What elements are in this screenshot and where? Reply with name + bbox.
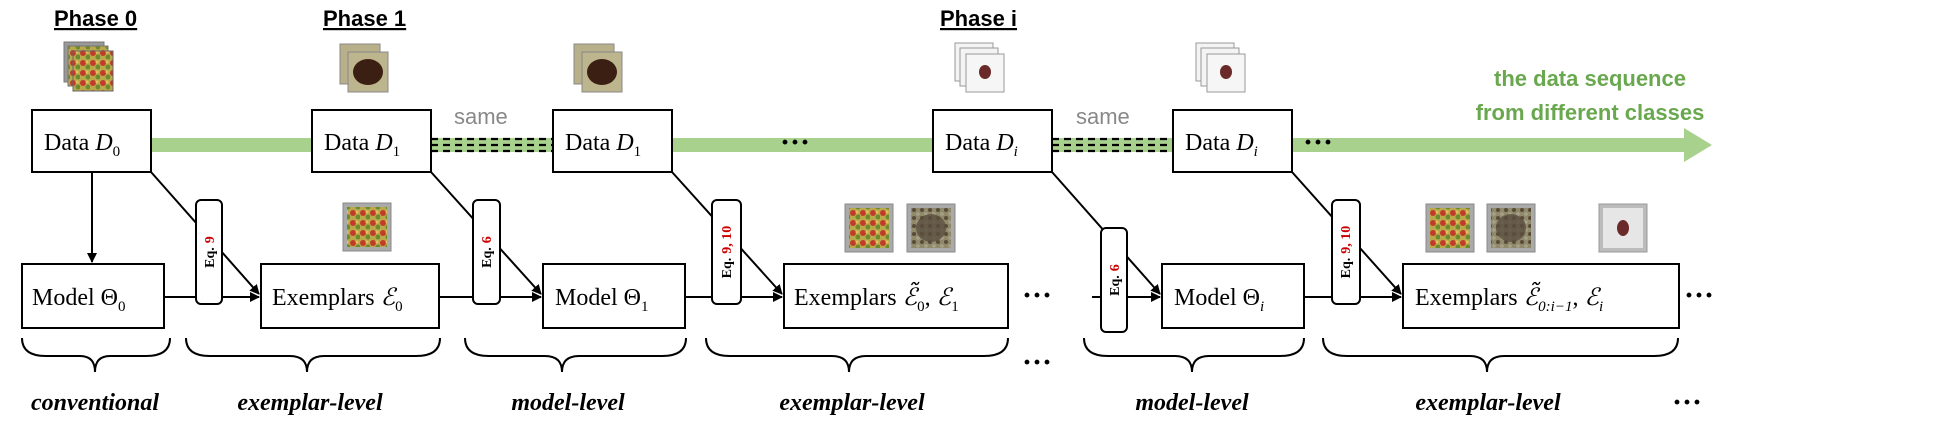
eq-box-4: Eq. 6 [1100, 227, 1128, 333]
same-connector-1 [431, 137, 557, 153]
level-label-1: exemplar-level [237, 390, 383, 416]
brace-exemplar-i [1322, 337, 1679, 373]
same-connector-2 [1052, 137, 1175, 153]
data-box-di: Data Di [932, 109, 1053, 173]
ellipsis-brace: ··· [1022, 346, 1052, 379]
phase0-images [63, 41, 114, 92]
svg-text:Model Θ1: Model Θ1 [555, 285, 649, 315]
svg-text:Model Θi: Model Θi [1174, 285, 1264, 315]
ellipsis-data-2: ··· [1303, 126, 1333, 159]
svg-text:Eq. 6: Eq. 6 [478, 236, 495, 268]
svg-text:Model Θ0: Model Θ0 [32, 285, 126, 315]
data-box-d1-copy: Data D1 [552, 109, 673, 173]
svg-text:Data D0: Data D0 [44, 130, 120, 160]
same-label-2: same [1076, 104, 1130, 129]
sequence-label-line1: the data sequence [1494, 66, 1686, 91]
exemplar0-images [342, 202, 392, 252]
svg-text:Data Di: Data Di [945, 130, 1018, 160]
phase1-images [339, 43, 389, 93]
data-box-di-copy: Data Di [1172, 109, 1293, 173]
data-box-d1: Data D1 [311, 109, 432, 173]
level-label-2: model-level [511, 390, 625, 416]
svg-text:Eq. 9, 10: Eq. 9, 10 [718, 226, 735, 279]
svg-text:Exemplars ℰ0: Exemplars ℰ0 [272, 283, 403, 315]
exemplars-box-0: Exemplars ℰ0 [260, 263, 440, 329]
ellipsis-data-1: ··· [780, 126, 810, 159]
phase1-images-copy [573, 43, 623, 93]
svg-text:Eq. 6: Eq. 6 [1106, 264, 1123, 296]
svg-text:Data D1: Data D1 [565, 130, 641, 160]
level-label-5: exemplar-level [1415, 390, 1561, 416]
eq-box-5: Eq. 9, 10 [1331, 199, 1361, 305]
svg-text:Eq. 9: Eq. 9 [201, 236, 218, 268]
eq-box-2: Eq. 6 [472, 199, 501, 305]
brace-exemplar-1 [185, 337, 441, 373]
svg-text:Data Di: Data Di [1185, 130, 1258, 160]
model-box-1: Model Θ1 [542, 263, 686, 329]
model-box-0: Model Θ0 [21, 263, 165, 329]
exemplar-i-images [1425, 203, 1648, 253]
same-label-1: same [454, 104, 508, 129]
brace-conventional [21, 337, 171, 373]
phase-i-images-copy [1195, 42, 1246, 93]
ellipsis-levels: ··· [1672, 386, 1702, 419]
exemplar1-images [844, 203, 956, 253]
ellipsis-row-1: ··· [1022, 279, 1052, 312]
model-box-i: Model Θi [1161, 263, 1305, 329]
phase-i-images [954, 42, 1005, 93]
brace-model-1 [464, 337, 687, 373]
sequence-label-line2: from different classes [1476, 100, 1705, 125]
eq-box-3: Eq. 9, 10 [711, 199, 742, 305]
level-label-3: exemplar-level [779, 390, 925, 416]
exemplars-box-1: Exemplars ℰ̃0, ℰ1 [783, 263, 1009, 329]
phase-0-title: Phase 0 [54, 6, 137, 31]
sequence-arrow [150, 128, 1712, 162]
exemplars-box-i: Exemplars ℰ̃0:i−1, ℰi [1402, 263, 1680, 329]
phase-1-title: Phase 1 [323, 6, 406, 31]
ellipsis-row-2: ··· [1684, 279, 1714, 312]
eq-box-1: Eq. 9 [195, 199, 223, 305]
svg-text:Eq. 9, 10: Eq. 9, 10 [1337, 226, 1354, 279]
svg-text:Exemplars ℰ̃0:i−1, ℰi: Exemplars ℰ̃0:i−1, ℰi [1415, 282, 1603, 315]
level-label-4: model-level [1135, 390, 1249, 416]
data-box-d0: Data D0 [31, 109, 152, 173]
brace-exemplar-2 [705, 337, 1009, 373]
level-label-0: conventional [31, 390, 159, 416]
svg-text:Data D1: Data D1 [324, 130, 400, 160]
phase-i-title: Phase i [940, 6, 1017, 31]
svg-text:Exemplars ℰ̃0, ℰ1: Exemplars ℰ̃0, ℰ1 [794, 282, 959, 315]
brace-model-i [1083, 337, 1305, 373]
